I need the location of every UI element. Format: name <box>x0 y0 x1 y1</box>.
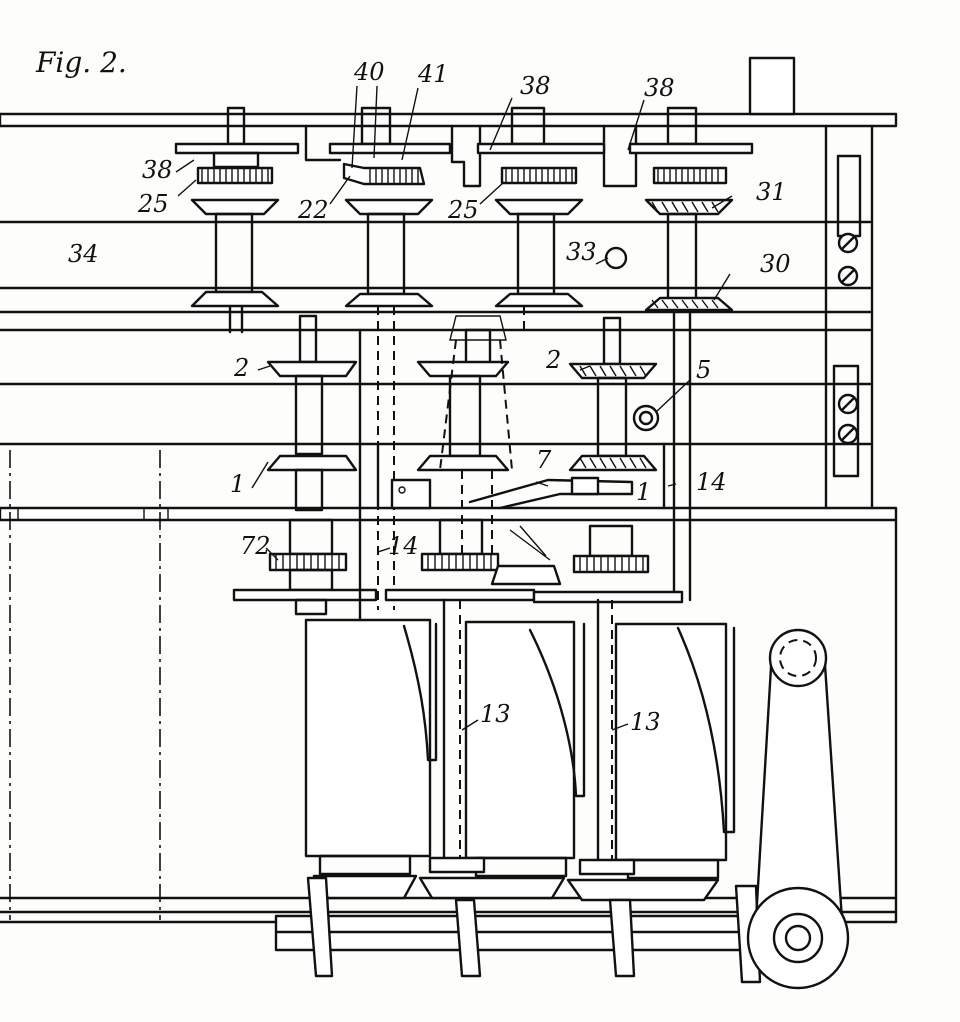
label-14-center: 14 <box>388 532 419 560</box>
label-30: 30 <box>760 250 791 278</box>
label-7: 7 <box>536 446 552 474</box>
screw-icon <box>837 232 859 445</box>
middle-shaft-right <box>568 316 658 472</box>
gear-teeth-hatching <box>201 168 719 309</box>
label-38-center: 38 <box>520 72 551 100</box>
reference-numerals: 40 41 38 38 38 25 22 25 31 34 33 30 2 2 … <box>68 58 791 736</box>
label-1-left: 1 <box>230 470 245 498</box>
label-38-left: 38 <box>142 156 173 184</box>
right-side-frame <box>0 124 898 924</box>
label-2-right: 2 <box>545 346 561 374</box>
label-41: 41 <box>417 60 449 88</box>
top-frame-plate <box>0 56 898 128</box>
figure-title: Fig. 2. <box>35 46 127 79</box>
leader-lines <box>175 85 733 731</box>
lower-shaft-right <box>532 524 684 604</box>
label-25-left: 25 <box>137 190 169 218</box>
lever-7 <box>390 476 634 510</box>
vertical-guides <box>358 328 666 622</box>
label-13-center: 13 <box>480 700 511 728</box>
label-25-center: 25 <box>447 196 479 224</box>
bottom-bevel-gears <box>312 856 720 902</box>
label-5: 5 <box>696 356 711 384</box>
upper-shaft-4 <box>628 106 754 602</box>
holes <box>604 246 660 432</box>
label-1-right: 1 <box>636 478 651 506</box>
label-31: 31 <box>756 178 787 206</box>
label-40: 40 <box>353 58 385 86</box>
top-brackets <box>304 124 638 188</box>
label-13-right: 13 <box>630 708 661 736</box>
label-22: 22 <box>297 196 329 224</box>
horizontal-rails <box>0 220 898 914</box>
label-14-right: 14 <box>696 468 727 496</box>
left-phantom-frame <box>0 450 169 920</box>
label-72: 72 <box>240 532 271 560</box>
label-34: 34 <box>68 240 99 268</box>
counter-block-right <box>596 598 736 880</box>
middle-shaft-center <box>416 315 513 560</box>
counter-block-left <box>304 618 438 876</box>
counter-block-center <box>442 598 586 878</box>
lower-shaft-left <box>232 518 378 616</box>
label-2-left: 2 <box>233 354 249 382</box>
upper-shaft-3 <box>476 106 606 332</box>
label-33: 33 <box>566 238 597 266</box>
label-38-right: 38 <box>644 74 675 102</box>
crank-arm <box>746 628 850 990</box>
middle-shaft-left <box>266 314 358 512</box>
upper-shaft-1 <box>174 106 300 334</box>
